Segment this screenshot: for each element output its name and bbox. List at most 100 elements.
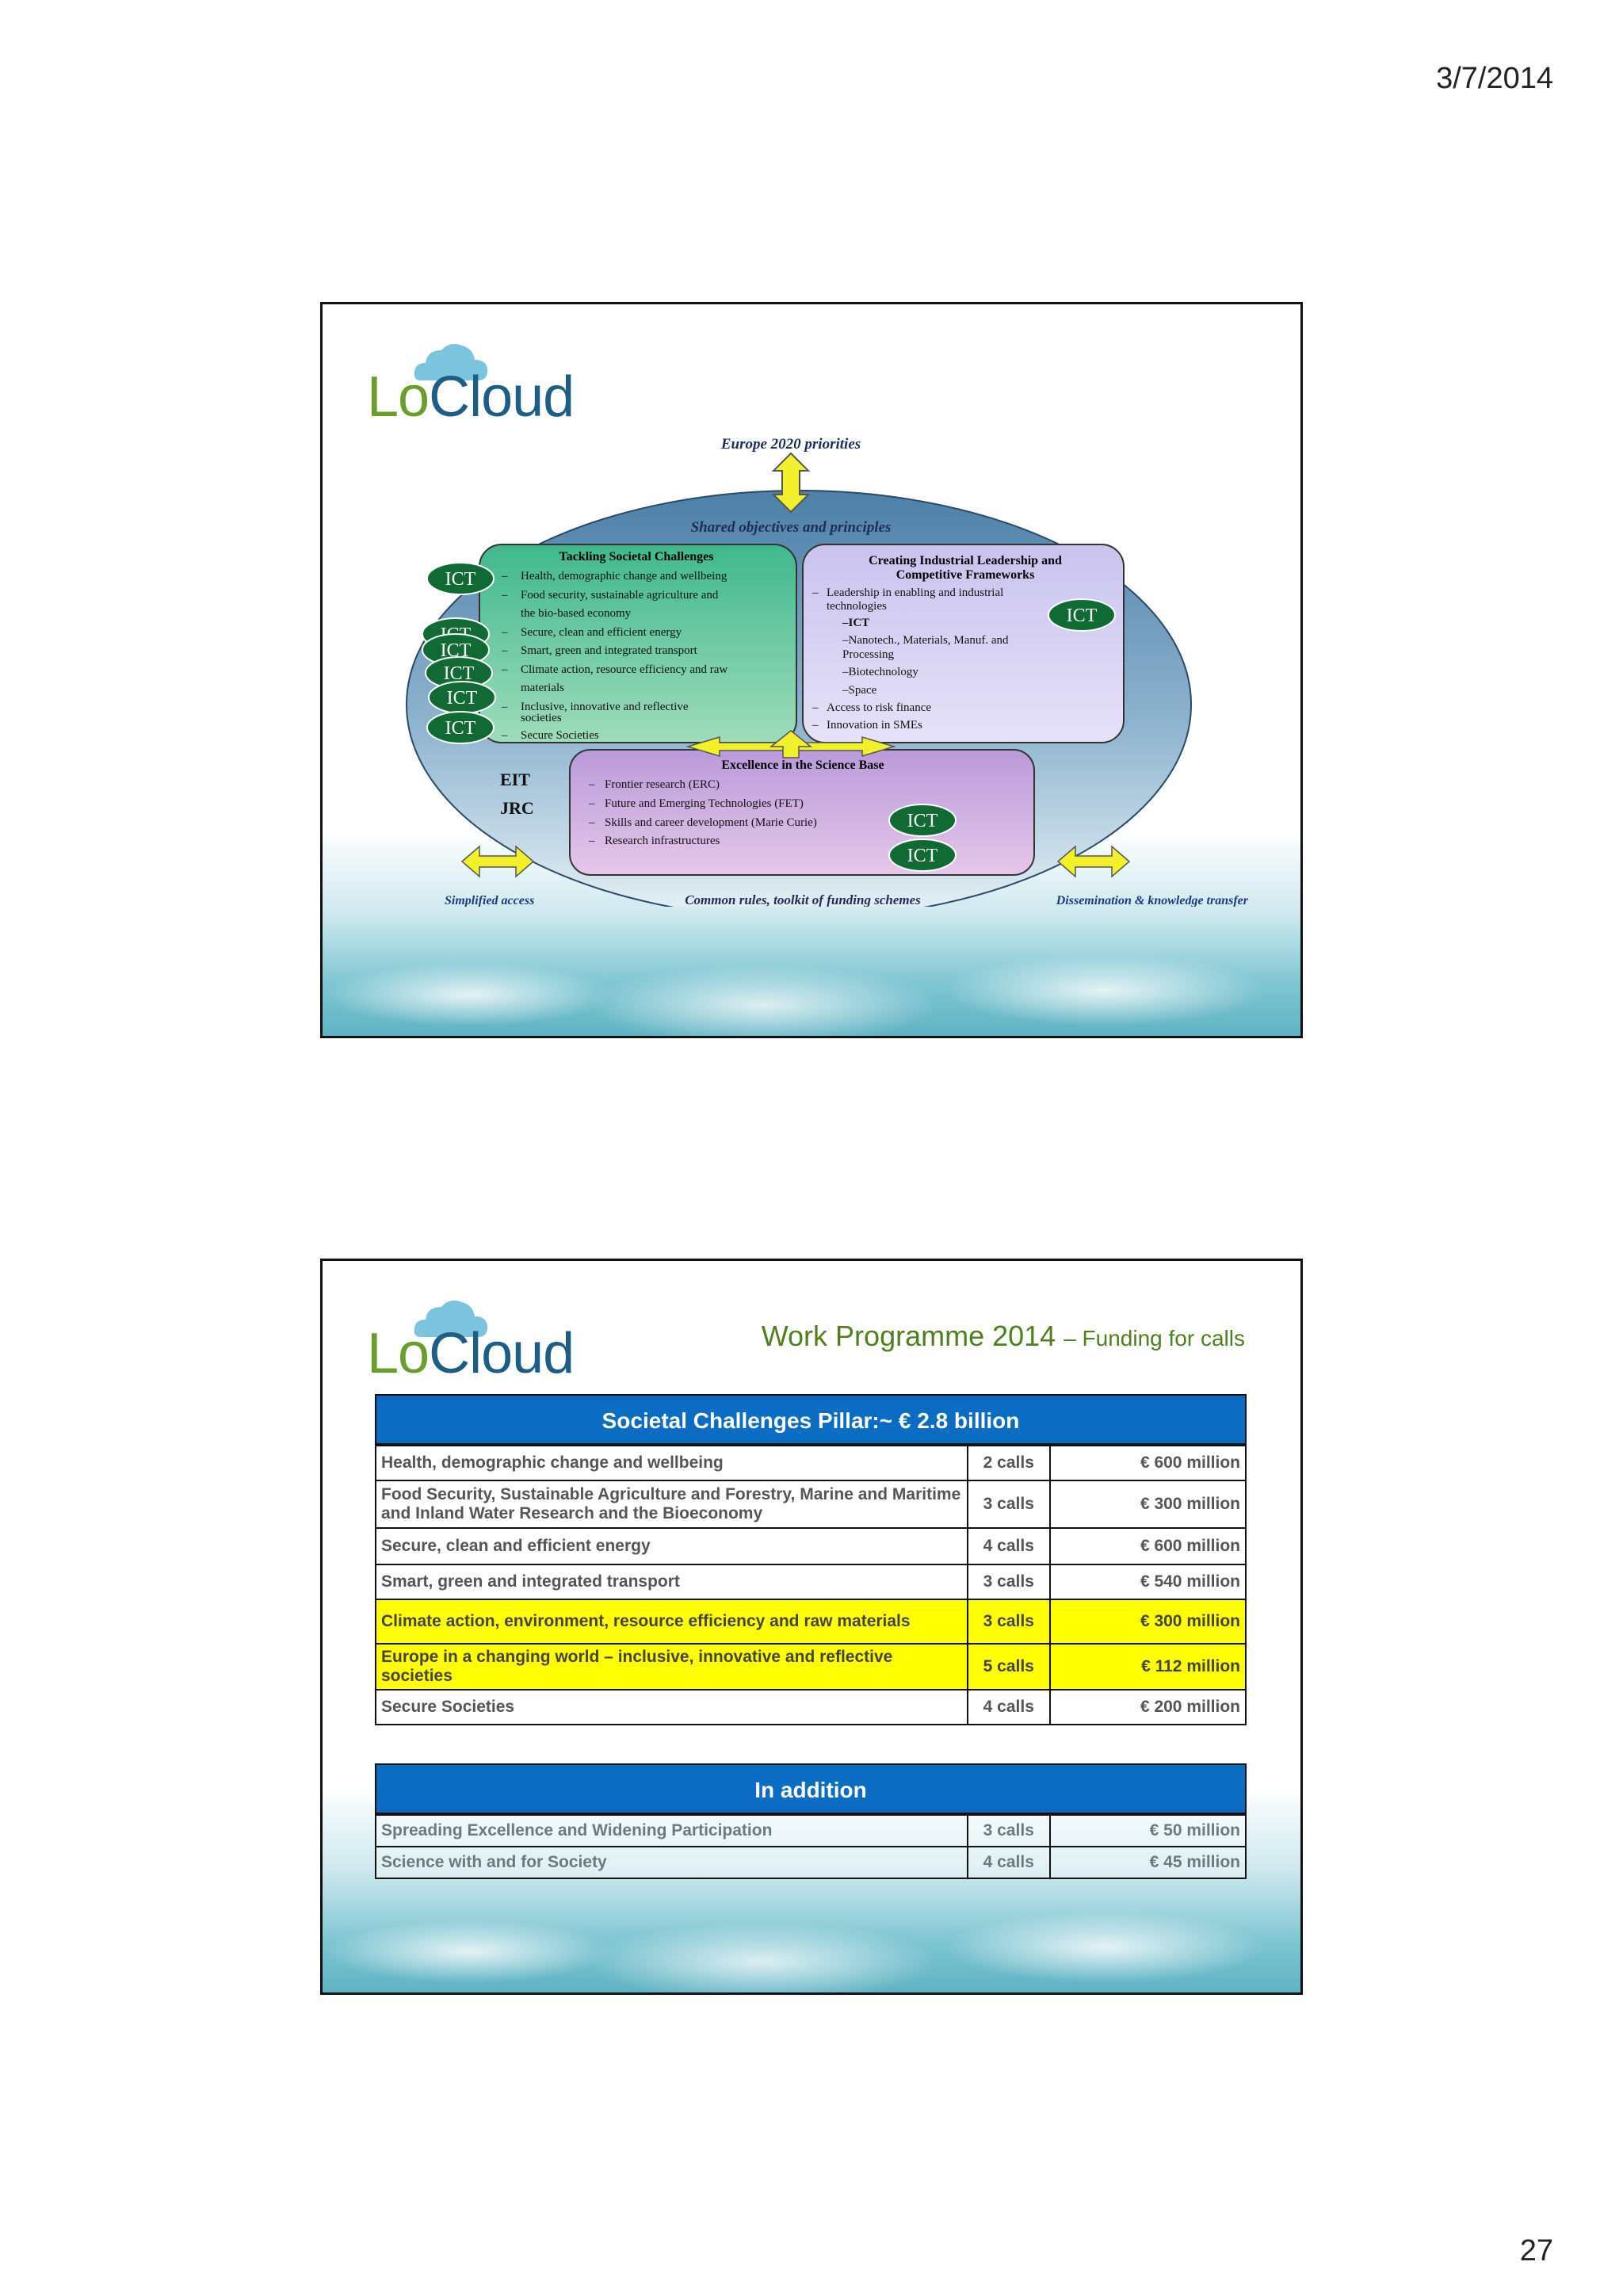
row-calls: 3 calls: [966, 1480, 1051, 1529]
svg-text:–: –: [501, 729, 508, 742]
svg-text:ICT: ICT: [444, 663, 475, 684]
row-amount: € 50 million: [1048, 1814, 1247, 1847]
row-amount: € 200 million: [1048, 1689, 1247, 1725]
row-name: Spreading Excellence and Widening Partic…: [375, 1814, 968, 1847]
industrial-item: Processing: [842, 648, 894, 661]
slide-title-main: Work Programme 2014: [761, 1320, 1056, 1352]
svg-text:–: –: [812, 586, 819, 599]
eit-label: EIT: [500, 770, 530, 789]
svg-text:ICT: ICT: [445, 569, 476, 590]
societal-item: Smart, green and integrated transport: [521, 644, 698, 657]
table-row: Health, demographic change and wellbeing…: [375, 1445, 1247, 1481]
societal-item: societies: [521, 712, 562, 724]
slide-work-programme-2014: LoCloud Work Programme 2014 – Funding fo…: [320, 1259, 1303, 1995]
table-header: In addition: [375, 1763, 1247, 1814]
svg-text:ICT: ICT: [907, 811, 938, 831]
svg-text:ICT: ICT: [1067, 606, 1098, 626]
row-name: Food Security, Sustainable Agriculture a…: [375, 1480, 968, 1529]
connector-arrow: [769, 730, 813, 758]
row-calls: 3 calls: [966, 1599, 1051, 1645]
societal-item: Climate action, resource efficiency and …: [521, 663, 727, 676]
science-item: Future and Emerging Technologies (FET): [605, 797, 804, 810]
ict-badge: ICT: [888, 839, 957, 872]
science-item: Research infrastructures: [605, 835, 720, 847]
logo-lo-text: Lo: [367, 1322, 430, 1385]
slide-horizon-2020-diagram: LoCloud: [320, 302, 1303, 1038]
row-name: Smart, green and integrated transport: [375, 1564, 968, 1600]
table-row: Spreading Excellence and Widening Partic…: [375, 1814, 1247, 1847]
svg-text:–: –: [812, 719, 819, 732]
jrc-label: JRC: [500, 798, 534, 818]
industrial-item: Leadership in enabling and industrial: [827, 586, 1003, 599]
svg-text:–: –: [501, 644, 508, 657]
table-row: Secure, clean and efficient energy 4 cal…: [375, 1527, 1247, 1565]
svg-text:–: –: [588, 778, 595, 791]
row-amount: € 300 million: [1048, 1480, 1247, 1529]
logo-lo-text: Lo: [367, 365, 430, 429]
row-amount: € 112 million: [1048, 1643, 1247, 1690]
top-double-arrow: [771, 452, 811, 514]
row-amount: € 300 million: [1048, 1599, 1247, 1645]
simplified-access-label: Simplified access: [445, 894, 534, 907]
cloud-logo-icon: [414, 344, 487, 380]
societal-item: Secure Societies: [521, 729, 599, 742]
industrial-item: Access to risk finance: [827, 701, 931, 714]
industrial-item: –ICT: [842, 617, 869, 629]
row-calls: 3 calls: [966, 1564, 1051, 1600]
row-name: Health, demographic change and wellbeing: [375, 1445, 968, 1481]
left-double-arrow: [460, 845, 535, 878]
in-addition-table: In addition Spreading Excellence and Wid…: [375, 1763, 1247, 1879]
societal-item: Secure, clean and efficient energy: [521, 626, 682, 639]
right-double-arrow: [1056, 845, 1131, 878]
svg-text:–: –: [501, 626, 508, 639]
locloud-logo: LoCloud: [367, 336, 628, 431]
row-calls: 4 calls: [966, 1846, 1051, 1879]
row-name: Secure Societies: [375, 1689, 968, 1725]
table-row-highlighted: Europe in a changing world – inclusive, …: [375, 1643, 1247, 1690]
ict-badge: ICT: [428, 681, 496, 714]
science-item: Skills and career development (Marie Cur…: [605, 816, 817, 829]
page-number: 27: [1519, 2234, 1553, 2267]
page-date: 3/7/2014: [1436, 62, 1553, 95]
ict-badge: ICT: [888, 804, 957, 837]
svg-text:–: –: [588, 797, 595, 810]
table-row-highlighted: Climate action, environment, resource ef…: [375, 1599, 1247, 1645]
svg-text:–: –: [501, 570, 508, 583]
logo-cloud-text: Cloud: [429, 1322, 575, 1385]
row-name: Science with and for Society: [375, 1846, 968, 1879]
svg-text:–: –: [812, 701, 819, 714]
row-amount: € 600 million: [1048, 1445, 1247, 1481]
societal-item: the bio-based economy: [521, 607, 632, 620]
table-row: Secure Societies 4 calls € 200 million: [375, 1689, 1247, 1725]
row-calls: 5 calls: [966, 1643, 1051, 1690]
cloud-logo-icon: [414, 1301, 487, 1337]
ict-badge: ICT: [425, 656, 493, 690]
row-amount: € 600 million: [1048, 1527, 1247, 1565]
svg-text:ICT: ICT: [907, 846, 938, 866]
row-calls: 3 calls: [966, 1814, 1051, 1847]
table-row: Food Security, Sustainable Agriculture a…: [375, 1480, 1247, 1529]
industrial-item: technologies: [827, 600, 887, 613]
table-row: Science with and for Society 4 calls € 4…: [375, 1846, 1247, 1879]
row-name: Secure, clean and efficient energy: [375, 1527, 968, 1565]
ict-badge: ICT: [1048, 598, 1116, 632]
table-header: Societal Challenges Pillar:~ € 2.8 billi…: [375, 1394, 1247, 1445]
row-amount: € 45 million: [1048, 1846, 1247, 1879]
svg-text:–: –: [501, 589, 508, 602]
industrial-leadership-box: [802, 544, 1125, 743]
ict-badge: ICT: [426, 711, 495, 744]
science-item: Frontier research (ERC): [605, 778, 720, 791]
societal-item: Health, demographic change and wellbeing: [521, 570, 727, 583]
dissemination-label: Dissemination & knowledge transfer: [1056, 894, 1249, 907]
row-calls: 2 calls: [966, 1445, 1051, 1481]
row-name: Europe in a changing world – inclusive, …: [375, 1643, 968, 1690]
row-calls: 4 calls: [966, 1689, 1051, 1725]
shared-objectives-label: Shared objectives and principles: [691, 519, 892, 536]
societal-item: Food security, sustainable agriculture a…: [521, 589, 719, 602]
science-title: Excellence in the Science Base: [721, 758, 884, 772]
svg-text:ICT: ICT: [445, 718, 476, 739]
industrial-title-2: Competitive Frameworks: [896, 568, 1035, 582]
common-rules-label: Common rules, toolkit of funding schemes: [685, 892, 921, 907]
row-calls: 4 calls: [966, 1527, 1051, 1565]
societal-item: materials: [521, 682, 564, 694]
